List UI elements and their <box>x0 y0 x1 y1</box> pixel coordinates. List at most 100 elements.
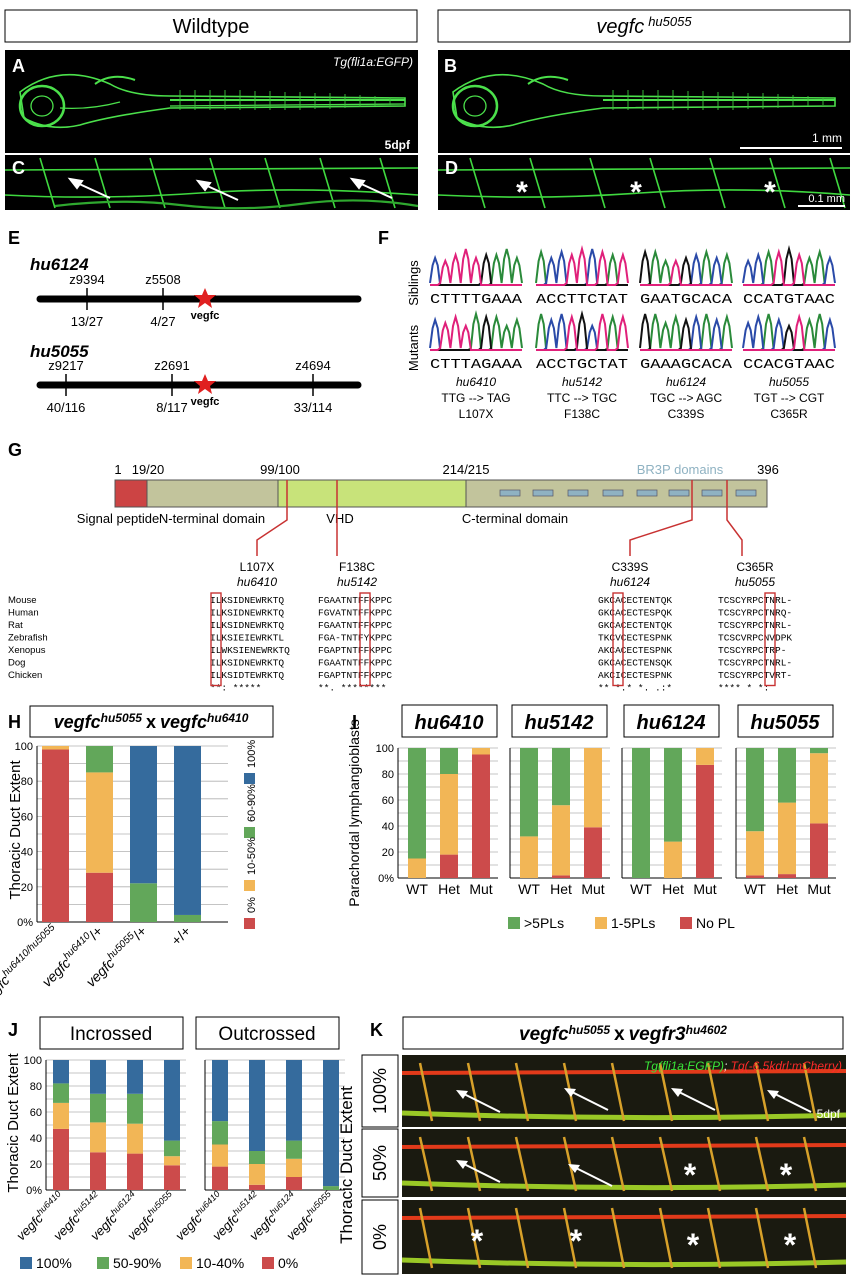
I-bar-segment <box>520 836 538 878</box>
panel-letter-I: I <box>352 712 357 732</box>
trace-A <box>430 310 523 351</box>
I-legend-swatch <box>595 917 607 929</box>
marker-name: z4694 <box>295 358 330 373</box>
K-vessel-red <box>401 1069 847 1075</box>
I-bar-segment <box>552 805 570 876</box>
sequence-text: ACCTGCTAT <box>536 357 628 373</box>
H-ytick: 80 <box>21 776 33 788</box>
H-ytick: 40 <box>21 847 33 859</box>
marker-ratio: 40/116 <box>47 400 86 415</box>
H-bar-0 <box>86 872 113 922</box>
alignment-sequence: ILKSIDNEWRKTQ <box>210 608 284 619</box>
K-segmental-vessel <box>706 1207 722 1269</box>
J-bar-segment <box>164 1060 180 1141</box>
K-arrow <box>571 1165 613 1187</box>
species-label: Mouse <box>8 595 37 606</box>
H-bar-6090 <box>174 914 201 922</box>
allele-label: hu6410 <box>456 375 496 389</box>
J-ytick: 40 <box>30 1133 42 1145</box>
J-bar-segment <box>212 1166 228 1190</box>
I-bar-segment <box>778 874 796 878</box>
J-group-title: Incrossed <box>70 1024 152 1045</box>
sequence-alignment: MouseHumanRatZebrafishXenopusDogChickenI… <box>8 592 792 694</box>
mutation-site-box <box>764 592 776 687</box>
I-bar-segment <box>584 748 602 828</box>
K-segmental-vessel <box>706 1136 722 1192</box>
J-title-box <box>39 1016 184 1050</box>
K-ylabel: Thoracic Duct Extent <box>337 1086 356 1244</box>
K-arrowhead <box>456 1160 468 1169</box>
trace-T <box>743 248 835 286</box>
alignment-sequence: TCSCYRPCTNRQ- <box>718 608 792 619</box>
K-asterisk: * <box>570 1223 583 1259</box>
I-xtick: WT <box>744 881 766 897</box>
mutation-labels: L107Xhu6410F138Chu5142C339Shu6124C365Rhu… <box>237 560 775 589</box>
alignment-consensus: **: ***** <box>210 683 261 694</box>
I-bar-segment <box>778 748 796 803</box>
H-legend-label: 60-90% <box>246 784 258 822</box>
I-title-box <box>511 704 608 738</box>
J-bar-segment <box>90 1122 106 1153</box>
K-segmental-vessel <box>466 1136 482 1192</box>
fish-wildtype-segments <box>179 90 391 110</box>
J-legend-label: 0% <box>278 1255 298 1271</box>
J-legend-label: 100% <box>36 1255 72 1271</box>
gene-label: vegfc <box>191 396 220 408</box>
J-bar-segment <box>323 1060 339 1187</box>
trace-A <box>535 313 628 351</box>
I-group-title: hu5055 <box>751 712 821 734</box>
domain-signal: Signal peptide <box>77 511 159 526</box>
K-segmental-vessel <box>418 1136 434 1192</box>
signal-peptide-domain <box>114 479 148 508</box>
K-segmental-vessel <box>658 1062 674 1122</box>
panel-letter-J: J <box>8 1020 18 1040</box>
J-legend-swatch <box>97 1257 109 1269</box>
vhd-domain <box>277 479 467 508</box>
J-legend-swatch <box>180 1257 192 1269</box>
J-bar-segment <box>127 1123 143 1154</box>
I-ytick: 100 <box>376 743 394 755</box>
I-group-title: hu6124 <box>637 712 706 734</box>
H-ytick: 0% <box>17 917 33 929</box>
J-title-box <box>195 1016 340 1050</box>
K-images: 100%50%0%Tg(fli1a:EGFP); Tg(-6.5kdrl:mCh… <box>361 1054 847 1275</box>
J-bar-segment <box>249 1151 265 1164</box>
K-segmental-vessel <box>514 1136 530 1192</box>
K-vessel-red <box>401 1214 847 1220</box>
K-arrow <box>770 1091 812 1113</box>
alignment-sequence: ILKSIEIEWRKTL <box>210 633 284 644</box>
K-arrow <box>567 1089 609 1111</box>
scale-label-01mm: 0.1 mm <box>808 193 845 205</box>
K-asterisk: * <box>471 1223 484 1259</box>
H-bar-1050 <box>86 772 113 873</box>
panel-G: G 1 19/20 99/100 214/215 396 BR3P domain… <box>8 440 792 694</box>
asterisk-D1: * <box>516 176 528 209</box>
alignment-sequence: FGVATNTFFKPPC <box>318 608 392 619</box>
marker-ratio: 13/27 <box>71 314 104 329</box>
mutation-connectors <box>256 480 743 556</box>
K-arrowhead <box>568 1164 580 1173</box>
domain-vhd: VHD <box>326 511 353 526</box>
K-arrow <box>459 1161 501 1183</box>
I-bar-segment <box>810 753 828 824</box>
pos-396: 396 <box>757 462 779 477</box>
I-xtick: Mut <box>807 881 830 897</box>
I-xtick: Het <box>550 881 572 897</box>
H-bar-1050 <box>42 746 69 750</box>
I-bar-segment <box>440 854 458 878</box>
K-segmental-vessel <box>466 1062 482 1122</box>
K-segmental-vessel <box>754 1062 770 1122</box>
I-bar-segment <box>472 754 490 878</box>
J-legend-swatch <box>262 1257 274 1269</box>
domain-nterm: N-terminal domain <box>159 511 265 526</box>
K-segmental-vessel <box>802 1207 818 1269</box>
J-bar-segment <box>90 1152 106 1190</box>
H-legend-label: 10-50% <box>246 837 258 875</box>
alignment-sequence: GKCACECTENTQK <box>598 620 672 631</box>
allele-label: hu5142 <box>562 375 602 389</box>
codon-change: TGT --> CGT <box>754 391 825 405</box>
J-bar-segment <box>53 1083 69 1103</box>
panel-letter-K: K <box>370 1020 383 1040</box>
